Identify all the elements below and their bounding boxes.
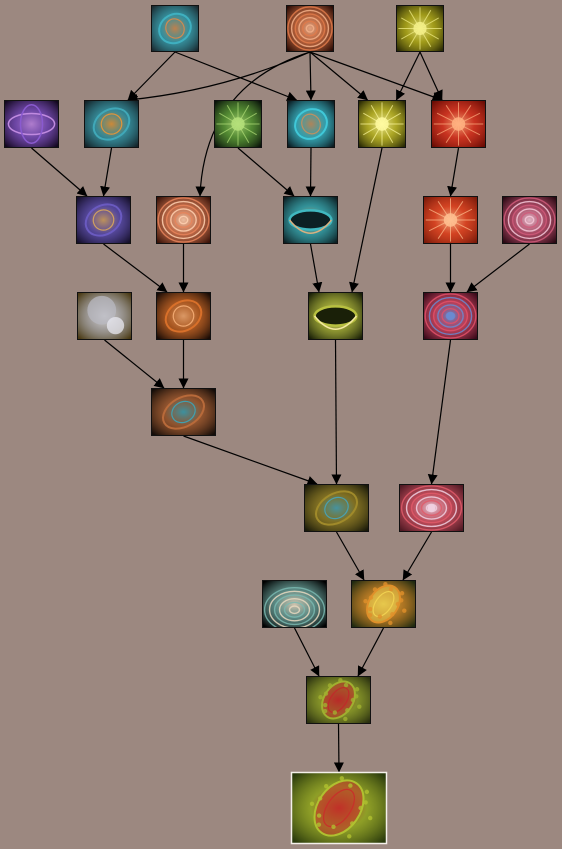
edge-n23-n24 xyxy=(357,627,385,677)
edge-n03-n09 xyxy=(419,51,443,101)
edge-n08-n17 xyxy=(349,147,383,293)
edge-n07-n12 xyxy=(305,147,316,197)
edge-n15-n19 xyxy=(104,339,165,389)
edge-n09-n13 xyxy=(447,147,460,197)
thumb-cyan-lens[interactable] xyxy=(287,100,335,148)
edge-n24-n25 xyxy=(333,723,344,773)
edge-n18-n21 xyxy=(427,339,452,485)
thumb-final-leaf[interactable] xyxy=(290,771,388,845)
thumb-yellow-glow[interactable] xyxy=(396,5,444,52)
thumb-orange-oval[interactable] xyxy=(286,5,334,52)
thumb-cyan-bowl[interactable] xyxy=(283,196,338,244)
edge-n05-n10 xyxy=(100,147,113,197)
edge-n22-n24 xyxy=(293,627,320,677)
thumb-star-lens[interactable] xyxy=(351,579,416,628)
thumb-pink-target[interactable] xyxy=(423,292,478,340)
thumb-teal-swirl[interactable] xyxy=(151,5,199,52)
node-layer xyxy=(4,5,557,845)
thumb-rose-target[interactable] xyxy=(399,484,464,532)
edge-n10-n16 xyxy=(103,243,168,293)
thumb-red-flare[interactable] xyxy=(431,100,486,148)
edge-n04-n10 xyxy=(31,147,88,197)
thumb-green-spark[interactable] xyxy=(214,100,262,148)
edge-n02-n07 xyxy=(305,51,316,101)
edge-n17-n20 xyxy=(331,339,342,485)
thumb-bronze-lens[interactable] xyxy=(151,388,216,436)
edge-n06-n12 xyxy=(237,147,295,197)
thumb-yellow-flare[interactable] xyxy=(358,100,406,148)
thumb-green-maw[interactable] xyxy=(308,292,363,340)
edge-n03-n08 xyxy=(395,51,421,101)
thumb-olive-lens[interactable] xyxy=(304,484,369,532)
thumb-purple-lens[interactable] xyxy=(76,196,131,244)
edge-n01-n05 xyxy=(127,51,176,101)
edge-n19-n20 xyxy=(183,435,318,486)
edge-n02-n08 xyxy=(309,51,368,101)
edge-n20-n23 xyxy=(335,531,365,581)
thumb-silver-orbs[interactable] xyxy=(77,292,132,340)
edge-n02-n09 xyxy=(309,51,443,102)
thumb-orange-lens[interactable] xyxy=(156,292,211,340)
thumb-dome[interactable] xyxy=(262,580,327,632)
edge-n02-n05 xyxy=(127,51,311,105)
thumb-red-burst[interactable] xyxy=(423,196,478,244)
thumb-orange-rings[interactable] xyxy=(156,196,211,244)
thumb-green-leaf[interactable] xyxy=(306,675,371,724)
thumb-pink-rings[interactable] xyxy=(502,196,557,244)
thumb-teal-orange-lens[interactable] xyxy=(84,100,139,148)
edge-n12-n17 xyxy=(309,243,323,293)
edge-n14-n18 xyxy=(466,243,530,293)
edge-n01-n07 xyxy=(174,51,298,102)
edge-n21-n23 xyxy=(402,531,433,581)
thumb-purple-orbit[interactable] xyxy=(4,100,59,148)
edge-layer xyxy=(31,51,530,773)
